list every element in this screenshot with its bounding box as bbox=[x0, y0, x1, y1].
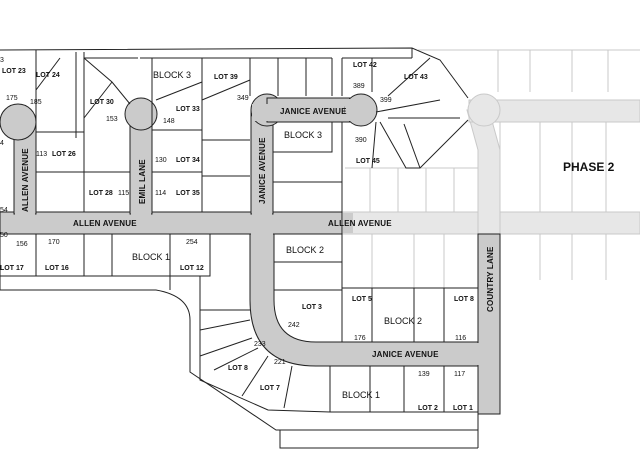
lot-39-label: LOT 39 bbox=[214, 74, 238, 81]
street-janice-avenue-vertical: JANICE AVENUE bbox=[258, 137, 267, 204]
block-1-label-west: BLOCK 1 bbox=[132, 252, 170, 262]
address-113: 113 bbox=[36, 151, 47, 158]
address-numbers: 175 185 113 170 156 153 148 130 115 114 … bbox=[0, 57, 466, 378]
road-network bbox=[0, 93, 501, 415]
lot-23-label: LOT 23 bbox=[2, 68, 26, 75]
phase-2-roads bbox=[339, 93, 640, 235]
lot-43-label: LOT 43 bbox=[404, 74, 428, 81]
street-janice-avenue-north: JANICE AVENUE bbox=[280, 107, 347, 116]
lot-35-label: LOT 35 bbox=[176, 190, 200, 197]
lot-16-label: LOT 16 bbox=[45, 265, 69, 272]
lot-7-label: LOT 7 bbox=[260, 385, 280, 392]
address-233: 233 bbox=[254, 341, 266, 348]
address-3-partial: 3 bbox=[0, 57, 4, 64]
block-labels: BLOCK 3 BLOCK 3 BLOCK 2 BLOCK 2 BLOCK 1 … bbox=[132, 70, 422, 400]
address-4-partial: 4 bbox=[0, 140, 4, 147]
lot-8-label-east: LOT 8 bbox=[454, 296, 474, 303]
address-399: 399 bbox=[380, 97, 392, 104]
lot-28-label: LOT 28 bbox=[89, 190, 113, 197]
street-janice-avenue-south: JANICE AVENUE bbox=[372, 350, 439, 359]
address-242: 242 bbox=[288, 322, 300, 329]
lot-30-label: LOT 30 bbox=[90, 99, 114, 106]
address-115: 115 bbox=[118, 190, 129, 197]
lot-2-label: LOT 2 bbox=[418, 405, 438, 412]
address-170: 170 bbox=[48, 239, 60, 246]
address-221: 221 bbox=[274, 359, 286, 366]
lot-8-label-west: LOT 8 bbox=[228, 365, 248, 372]
lot-42-label: LOT 42 bbox=[353, 62, 377, 69]
address-175: 175 bbox=[6, 95, 18, 102]
lot-3-label: LOT 3 bbox=[302, 304, 322, 311]
lot-34-label: LOT 34 bbox=[176, 157, 200, 164]
address-153: 153 bbox=[106, 116, 118, 123]
address-54-partial: 54 bbox=[0, 207, 8, 214]
street-country-lane: COUNTRY LANE bbox=[486, 246, 495, 312]
lot-17-label: LOT 17 bbox=[0, 265, 24, 272]
street-allen-avenue-east: ALLEN AVENUE bbox=[328, 219, 392, 228]
street-allen-avenue-west: ALLEN AVENUE bbox=[73, 219, 137, 228]
phase-2-label: PHASE 2 bbox=[563, 160, 615, 174]
lot-26-label: LOT 26 bbox=[52, 151, 76, 158]
address-117: 117 bbox=[454, 371, 465, 378]
block-2-label-east: BLOCK 2 bbox=[384, 316, 422, 326]
lot-24-label: LOT 24 bbox=[36, 72, 60, 79]
lot-lines bbox=[0, 47, 479, 449]
address-185: 185 bbox=[30, 99, 42, 106]
street-emil-lane: EMIL LANE bbox=[138, 159, 147, 204]
address-349: 349 bbox=[237, 95, 249, 102]
lot-45-label: LOT 45 bbox=[356, 158, 380, 165]
address-156: 156 bbox=[16, 241, 28, 248]
address-139: 139 bbox=[418, 371, 430, 378]
address-116: 116 bbox=[455, 335, 466, 342]
address-389: 389 bbox=[353, 83, 365, 90]
block-1-label-south: BLOCK 1 bbox=[342, 390, 380, 400]
phase-labels: PHASE 2 bbox=[563, 160, 615, 174]
block-3-label-janice: BLOCK 3 bbox=[284, 130, 322, 140]
lot-33-label: LOT 33 bbox=[176, 106, 200, 113]
lot-labels: LOT 23 LOT 24 LOT 26 LOT 28 LOT 30 LOT 3… bbox=[0, 62, 474, 412]
lot-1-label: LOT 1 bbox=[453, 405, 473, 412]
road-joins bbox=[15, 99, 486, 365]
address-130: 130 bbox=[155, 157, 167, 164]
street-labels: ALLEN AVENUE ALLEN AVENUE ALLEN AVENUE E… bbox=[21, 107, 495, 359]
block-3-label-west: BLOCK 3 bbox=[153, 70, 191, 80]
lot-5-label: LOT 5 bbox=[352, 296, 372, 303]
address-176: 176 bbox=[354, 335, 366, 342]
address-390: 390 bbox=[355, 137, 367, 144]
address-50-partial: 50 bbox=[0, 232, 8, 239]
address-254: 254 bbox=[186, 239, 198, 246]
street-allen-avenue-vertical: ALLEN AVENUE bbox=[21, 148, 30, 212]
address-148: 148 bbox=[163, 118, 175, 125]
address-114: 114 bbox=[155, 190, 166, 197]
block-2-label-janice: BLOCK 2 bbox=[286, 245, 324, 255]
lot-12-label: LOT 12 bbox=[180, 265, 204, 272]
